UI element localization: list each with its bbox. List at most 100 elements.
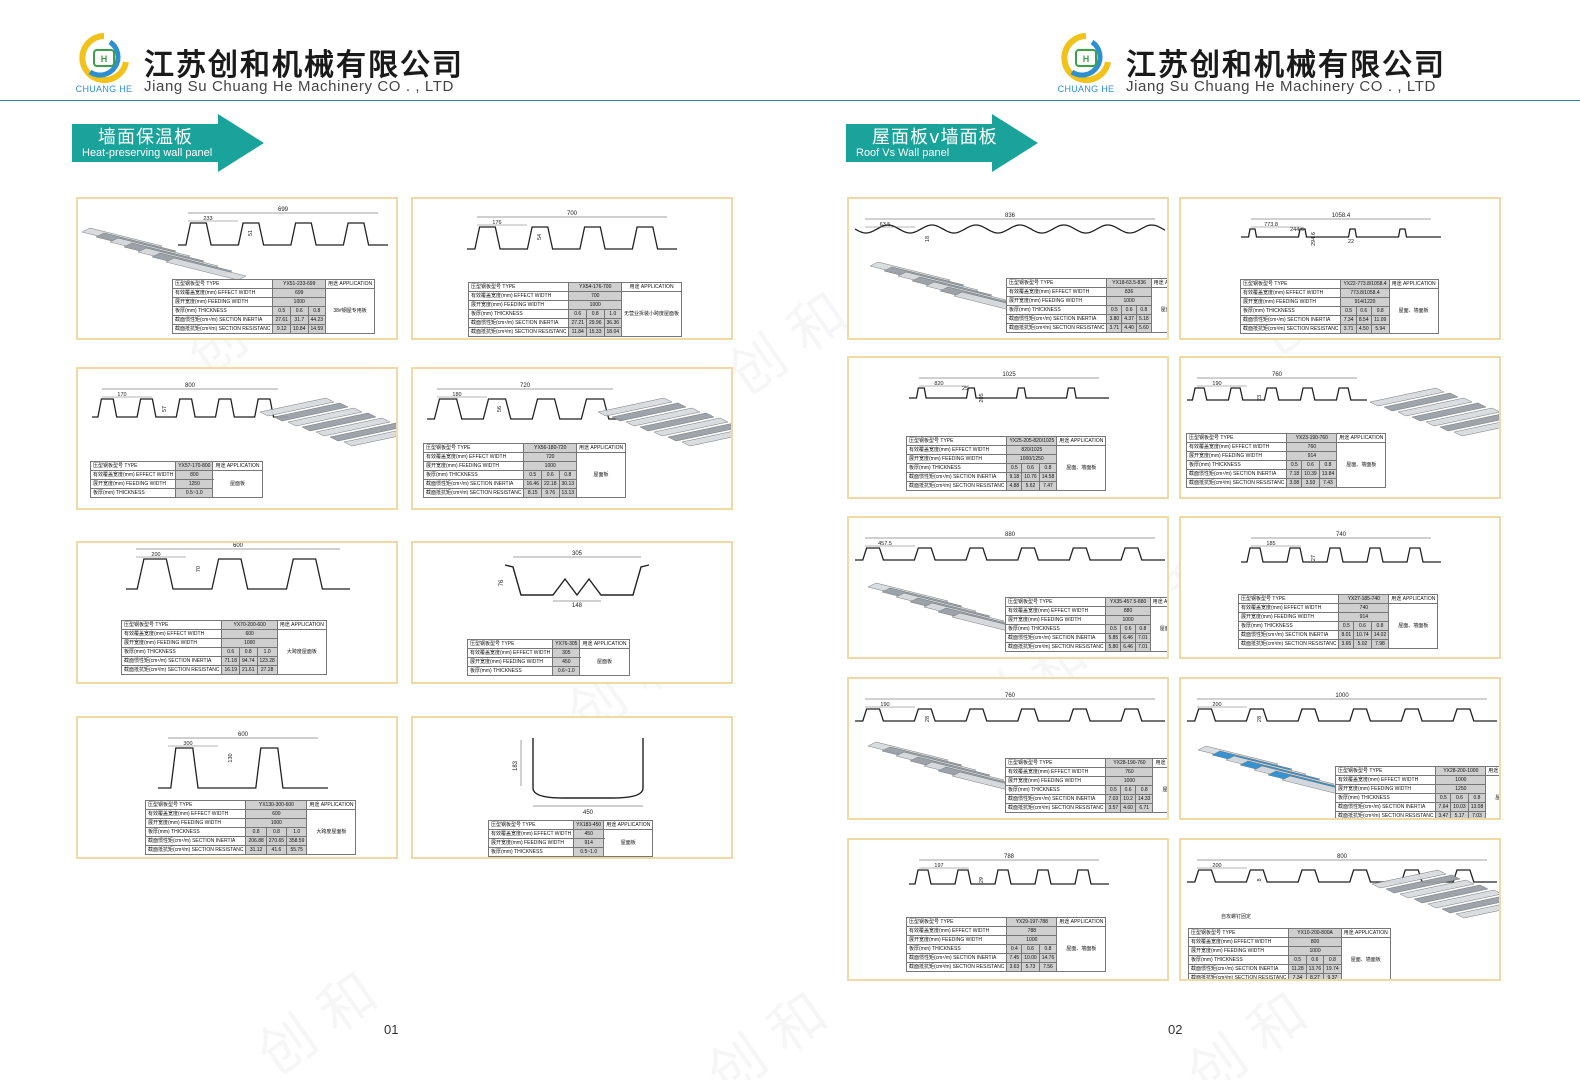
spec-application: 屋面、墙面板 bbox=[1388, 603, 1439, 649]
spec-value: 0.8 bbox=[1038, 944, 1058, 954]
spec-label: 有效覆盖宽度(mm) EFFECT WIDTH bbox=[89, 470, 177, 480]
spec-application: 屋面、墙面板 bbox=[1056, 445, 1107, 491]
spec-label: 压型钢板型号 TYPE bbox=[1237, 594, 1340, 604]
spec-label: 有效覆盖宽度(mm) EFFECT WIDTH bbox=[144, 809, 247, 819]
spec-value: YX22-773.8/1058.4 bbox=[1340, 279, 1390, 289]
spec-label: 截面惯性矩(cm⁴/m) SECTION INERTIA bbox=[1004, 794, 1107, 804]
page-number: 02 bbox=[1168, 1022, 1183, 1037]
logo-wordmark: CHUANG HE bbox=[75, 84, 133, 94]
spec-value: 0.8 bbox=[585, 309, 605, 319]
spec-label: 压型钢板型号 TYPE bbox=[89, 461, 177, 471]
spec-label: 板厚(mm) THICKNESS bbox=[120, 647, 223, 657]
spec-value: 270.65 bbox=[265, 836, 288, 846]
spec-label: 压型钢板型号 TYPE bbox=[467, 282, 570, 292]
company-name-cn: 江苏创和机械有限公司 bbox=[1126, 48, 1446, 83]
spec-application-header: 用途 APPLICATION bbox=[306, 800, 357, 810]
dimension-label: 200 bbox=[1212, 863, 1221, 869]
dimension-label: 8 bbox=[1257, 878, 1263, 881]
spec-application: 屋面、墙面板 bbox=[1149, 606, 1167, 652]
dimension-label: 18 bbox=[925, 236, 931, 242]
spec-label: 展开宽度(mm) FEEDING WIDTH bbox=[905, 935, 1008, 945]
spec-value: 700 bbox=[568, 291, 623, 301]
spec-value: 9.18 bbox=[1006, 472, 1023, 482]
spec-label: 展开宽度(mm) FEEDING WIDTH bbox=[89, 479, 177, 489]
spec-label: 展开宽度(mm) FEEDING WIDTH bbox=[144, 818, 247, 828]
spec-label: 有效覆盖宽度(mm) EFFECT WIDTH bbox=[467, 291, 570, 301]
spec-label: 展开宽度(mm) FEEDING WIDTH bbox=[1185, 451, 1288, 461]
spec-label: 截面惯性矩(cm⁴/m) SECTION INERTIA bbox=[1187, 964, 1290, 974]
spec-value: 30.13 bbox=[558, 479, 578, 489]
spec-label: 板厚(mm) THICKNESS bbox=[144, 827, 247, 837]
dimension-label: 200 bbox=[151, 552, 160, 558]
spec-value: 55.75 bbox=[286, 845, 308, 855]
spec-value: 1000 bbox=[568, 300, 623, 310]
spec-value: 0.6~1.0 bbox=[552, 666, 581, 676]
spec-label: 有效覆盖宽度(mm) EFFECT WIDTH bbox=[422, 452, 525, 462]
spec-value: 0.8 bbox=[307, 306, 327, 316]
spec-value: 1000 bbox=[523, 461, 578, 471]
spec-value: 358.59 bbox=[286, 836, 308, 846]
spec-application: 38#钢屋专用板 bbox=[325, 288, 376, 334]
spec-value: 11.28 bbox=[1288, 964, 1307, 974]
spec-value: 600 bbox=[245, 809, 308, 819]
spec-value: 0.5 bbox=[1340, 306, 1357, 316]
spec-value: 5.18 bbox=[1135, 314, 1152, 324]
spec-label: 截面抵抗矩(cm³/m) SECTION RESISTANC bbox=[171, 324, 274, 334]
spec-value: 3.65 bbox=[1338, 639, 1355, 649]
dimension-label: 700 bbox=[567, 211, 578, 217]
spec-value: 3.08 bbox=[1286, 478, 1303, 488]
spec-value: 10.76 bbox=[1021, 472, 1040, 482]
spec-application: 屋面板 bbox=[603, 829, 654, 857]
spec-value: 0.8 bbox=[1370, 621, 1390, 631]
spec-label: 截面抵抗矩(cm³/m) SECTION RESISTANC bbox=[1334, 811, 1437, 818]
spec-application-header: 用途 APPLICATION bbox=[1149, 597, 1167, 607]
spec-application: 屋面板 bbox=[212, 470, 263, 498]
spec-label: 压型钢板型号 TYPE bbox=[144, 800, 247, 810]
spec-value: 760 bbox=[1286, 442, 1338, 452]
spec-value: 0.5 bbox=[1286, 460, 1303, 470]
spec-value: 0.6 bbox=[1021, 463, 1040, 473]
spec-label: 板厚(mm) THICKNESS bbox=[422, 470, 525, 480]
spec-value: YX25-205-820/1025 bbox=[1006, 436, 1058, 446]
spec-value: YX18-63.5-836 bbox=[1106, 278, 1152, 288]
spec-value: 8.54 bbox=[1355, 315, 1372, 325]
spec-value: 16.46 bbox=[523, 479, 542, 489]
spec-label: 有效覆盖宽度(mm) EFFECT WIDTH bbox=[905, 926, 1008, 936]
spec-application-header: 用途 APPLICATION bbox=[1056, 917, 1107, 927]
spec-value: 0.8 bbox=[1323, 955, 1342, 965]
spec-value: 8.27 bbox=[1305, 973, 1325, 979]
spec-value: 10.39 bbox=[1301, 469, 1320, 479]
spec-value: 15.33 bbox=[585, 327, 605, 337]
spec-value: 0.8 bbox=[1038, 463, 1058, 473]
page-number: 01 bbox=[384, 1022, 399, 1037]
spec-label: 有效覆盖宽度(mm) EFFECT WIDTH bbox=[487, 829, 575, 839]
spec-value: 27.61 bbox=[272, 315, 291, 325]
spec-value: 0.6 bbox=[1121, 305, 1137, 315]
spec-value: 1000 bbox=[1435, 775, 1487, 785]
dimension-label: 294.6 bbox=[1311, 232, 1317, 246]
spec-label: 压型钢板型号 TYPE bbox=[1005, 278, 1108, 288]
dimension-label: 1058.4 bbox=[1332, 213, 1351, 219]
